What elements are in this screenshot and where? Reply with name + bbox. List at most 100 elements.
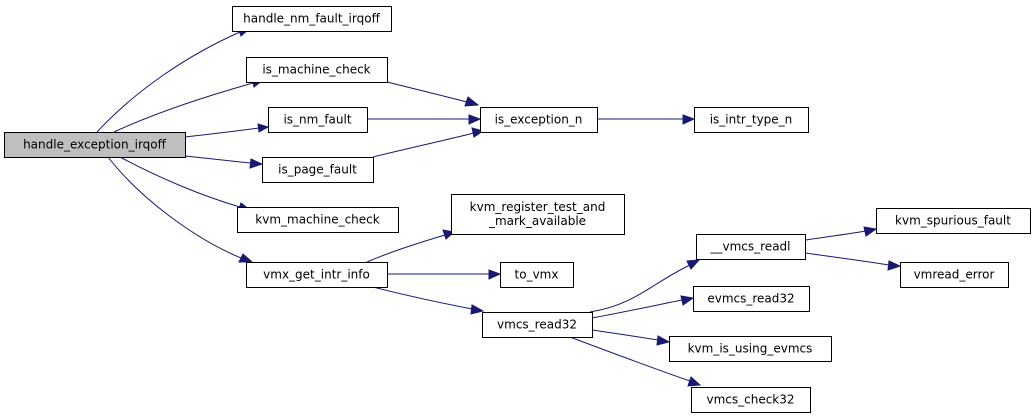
arrowhead-icon <box>687 376 702 387</box>
edge-line <box>589 264 691 313</box>
node-box[interactable] <box>451 194 625 235</box>
edge-handle_exception_irqoff-to-vmx_get_intr_info <box>107 156 254 263</box>
node-vmcs-read32[interactable]: vmcs_read32 <box>482 312 593 338</box>
edge-line <box>96 31 241 133</box>
node-handle-exception-irqoff[interactable]: handle_exception_irqoff <box>4 132 186 158</box>
node-label: kvm_is_using_evmcs <box>688 342 813 356</box>
node-is-nm-fault[interactable]: is_nm_fault <box>268 107 368 133</box>
node-box[interactable] <box>482 312 593 338</box>
arrowhead-icon <box>257 123 270 133</box>
edge-line <box>372 286 473 310</box>
node-label: handle_nm_fault_irqoff <box>243 12 380 26</box>
node-label: vmcs_check32 <box>706 393 794 407</box>
arrowhead-icon <box>686 259 701 270</box>
edge-vmcs_read32-to-__vmcs_readl <box>589 259 701 313</box>
edge-line <box>372 132 475 158</box>
edge-vmx_get_intr_info-to-vmcs_read32 <box>372 286 485 315</box>
node-box[interactable] <box>691 387 811 413</box>
node-vmx-get-intr-info[interactable]: vmx_get_intr_info <box>246 262 388 288</box>
edge-is_page_fault-to-is_exception_n <box>372 127 485 158</box>
node-box[interactable] <box>480 107 598 133</box>
node-box[interactable] <box>500 262 574 288</box>
edge-line <box>591 329 659 341</box>
node-box[interactable] <box>237 207 399 233</box>
edge-line <box>113 82 254 133</box>
node-box[interactable] <box>876 208 1031 234</box>
node-to-vmx[interactable]: to_vmx <box>500 262 574 288</box>
edge-line <box>184 127 260 138</box>
edge-handle_exception_irqoff-to-is_nm_fault <box>184 123 270 138</box>
edge-handle_exception_irqoff-to-is_page_fault <box>184 155 264 169</box>
node-box[interactable] <box>696 234 806 260</box>
node-vmread-error[interactable]: vmread_error <box>900 262 1009 288</box>
edge-is_machine_check-to-is_exception_n <box>386 81 480 107</box>
node-label: is_page_fault <box>278 163 357 177</box>
edge-line <box>386 81 468 103</box>
node-label: vmread_error <box>914 268 995 282</box>
node-is-machine-check[interactable]: is_machine_check <box>246 57 388 83</box>
node-evmcs-read32[interactable]: evmcs_read32 <box>693 286 810 312</box>
node-label: is_nm_fault <box>283 113 351 127</box>
arrowhead-icon <box>656 335 671 346</box>
arrowhead-icon <box>468 114 482 125</box>
edge-vmcs_read32-to-vmcs_check32 <box>569 336 702 387</box>
node-box[interactable] <box>268 107 368 133</box>
node-layer: handle_exception_irqoff handle_nm_fault_i… <box>4 6 1031 413</box>
node-box[interactable] <box>4 132 186 158</box>
node-label: evmcs_read32 <box>707 292 794 306</box>
edge-line <box>119 156 241 208</box>
node-box[interactable] <box>694 107 809 133</box>
arrowhead-icon <box>249 158 264 169</box>
node-kvm-spurious-fault[interactable]: kvm_spurious_fault <box>876 208 1031 234</box>
edge-line <box>804 252 890 266</box>
edge-handle_exception_irqoff-to-is_machine_check <box>113 77 265 133</box>
node-label: is_intr_type_n <box>710 113 793 127</box>
node-kvm-is-using-evmcs[interactable]: kvm_is_using_evmcs <box>669 336 832 362</box>
node-kvm-register-test-and-mark-available[interactable]: kvm_register_test_and_mark_available <box>451 194 625 235</box>
node-label: __vmcs_readl <box>710 240 791 254</box>
edge-line <box>184 155 252 164</box>
edge-handle_exception_irqoff-to-kvm_machine_check <box>119 156 252 213</box>
edge-vmx_get_intr_info-to-kvm_register_test_and_mark_available <box>366 229 456 263</box>
node-label: vmcs_read32 <box>497 318 577 332</box>
edge-vmx_get_intr_info-to-to_vmx <box>387 269 502 280</box>
edge-__vmcs_readl-to-kvm_spurious_fault <box>804 226 878 241</box>
arrowhead-icon <box>488 269 502 280</box>
arrowhead-icon <box>682 114 696 125</box>
node-is-page-fault[interactable]: is_page_fault <box>262 157 374 183</box>
node-box[interactable] <box>232 6 392 32</box>
node-label: is_machine_check <box>262 63 370 77</box>
edge-line <box>107 156 242 259</box>
arrowhead-icon <box>887 260 902 271</box>
node-box[interactable] <box>900 262 1009 288</box>
arrowhead-icon <box>680 295 695 306</box>
node-box[interactable] <box>262 157 374 183</box>
edge-vmcs_read32-to-evmcs_read32 <box>591 295 695 319</box>
node-label: kvm_spurious_fault <box>895 214 1011 228</box>
arrowhead-icon <box>238 253 254 263</box>
edge-line <box>366 234 446 263</box>
node-handle-nm-fault-irqoff[interactable]: handle_nm_fault_irqoff <box>232 6 392 32</box>
node-box[interactable] <box>669 336 832 362</box>
edge-vmcs_read32-to-kvm_is_using_evmcs <box>591 329 671 346</box>
arrowhead-icon <box>863 226 878 237</box>
node-label: handle_exception_irqoff <box>23 138 167 152</box>
edge-line <box>591 299 683 319</box>
node-box[interactable] <box>246 57 388 83</box>
node-kvm-machine-check[interactable]: kvm_machine_check <box>237 207 399 233</box>
node-is-exception-n[interactable]: is_exception_n <box>480 107 598 133</box>
arrowhead-icon <box>464 96 480 107</box>
node-vmcs-check32[interactable]: vmcs_check32 <box>691 387 811 413</box>
node-label: to_vmx <box>515 268 559 282</box>
edge-__vmcs_readl-to-vmread_error <box>804 252 902 271</box>
edge-line <box>569 336 691 382</box>
arrowhead-icon <box>470 304 485 315</box>
node-box[interactable] <box>246 262 388 288</box>
node-label: kvm_register_test_and <box>470 200 606 214</box>
node-is-intr-type-n[interactable]: is_intr_type_n <box>694 107 809 133</box>
node-vmcs-readl[interactable]: __vmcs_readl <box>696 234 806 260</box>
node-box[interactable] <box>693 286 810 312</box>
edge-line <box>804 230 867 241</box>
node-label: _mark_available <box>488 214 586 228</box>
